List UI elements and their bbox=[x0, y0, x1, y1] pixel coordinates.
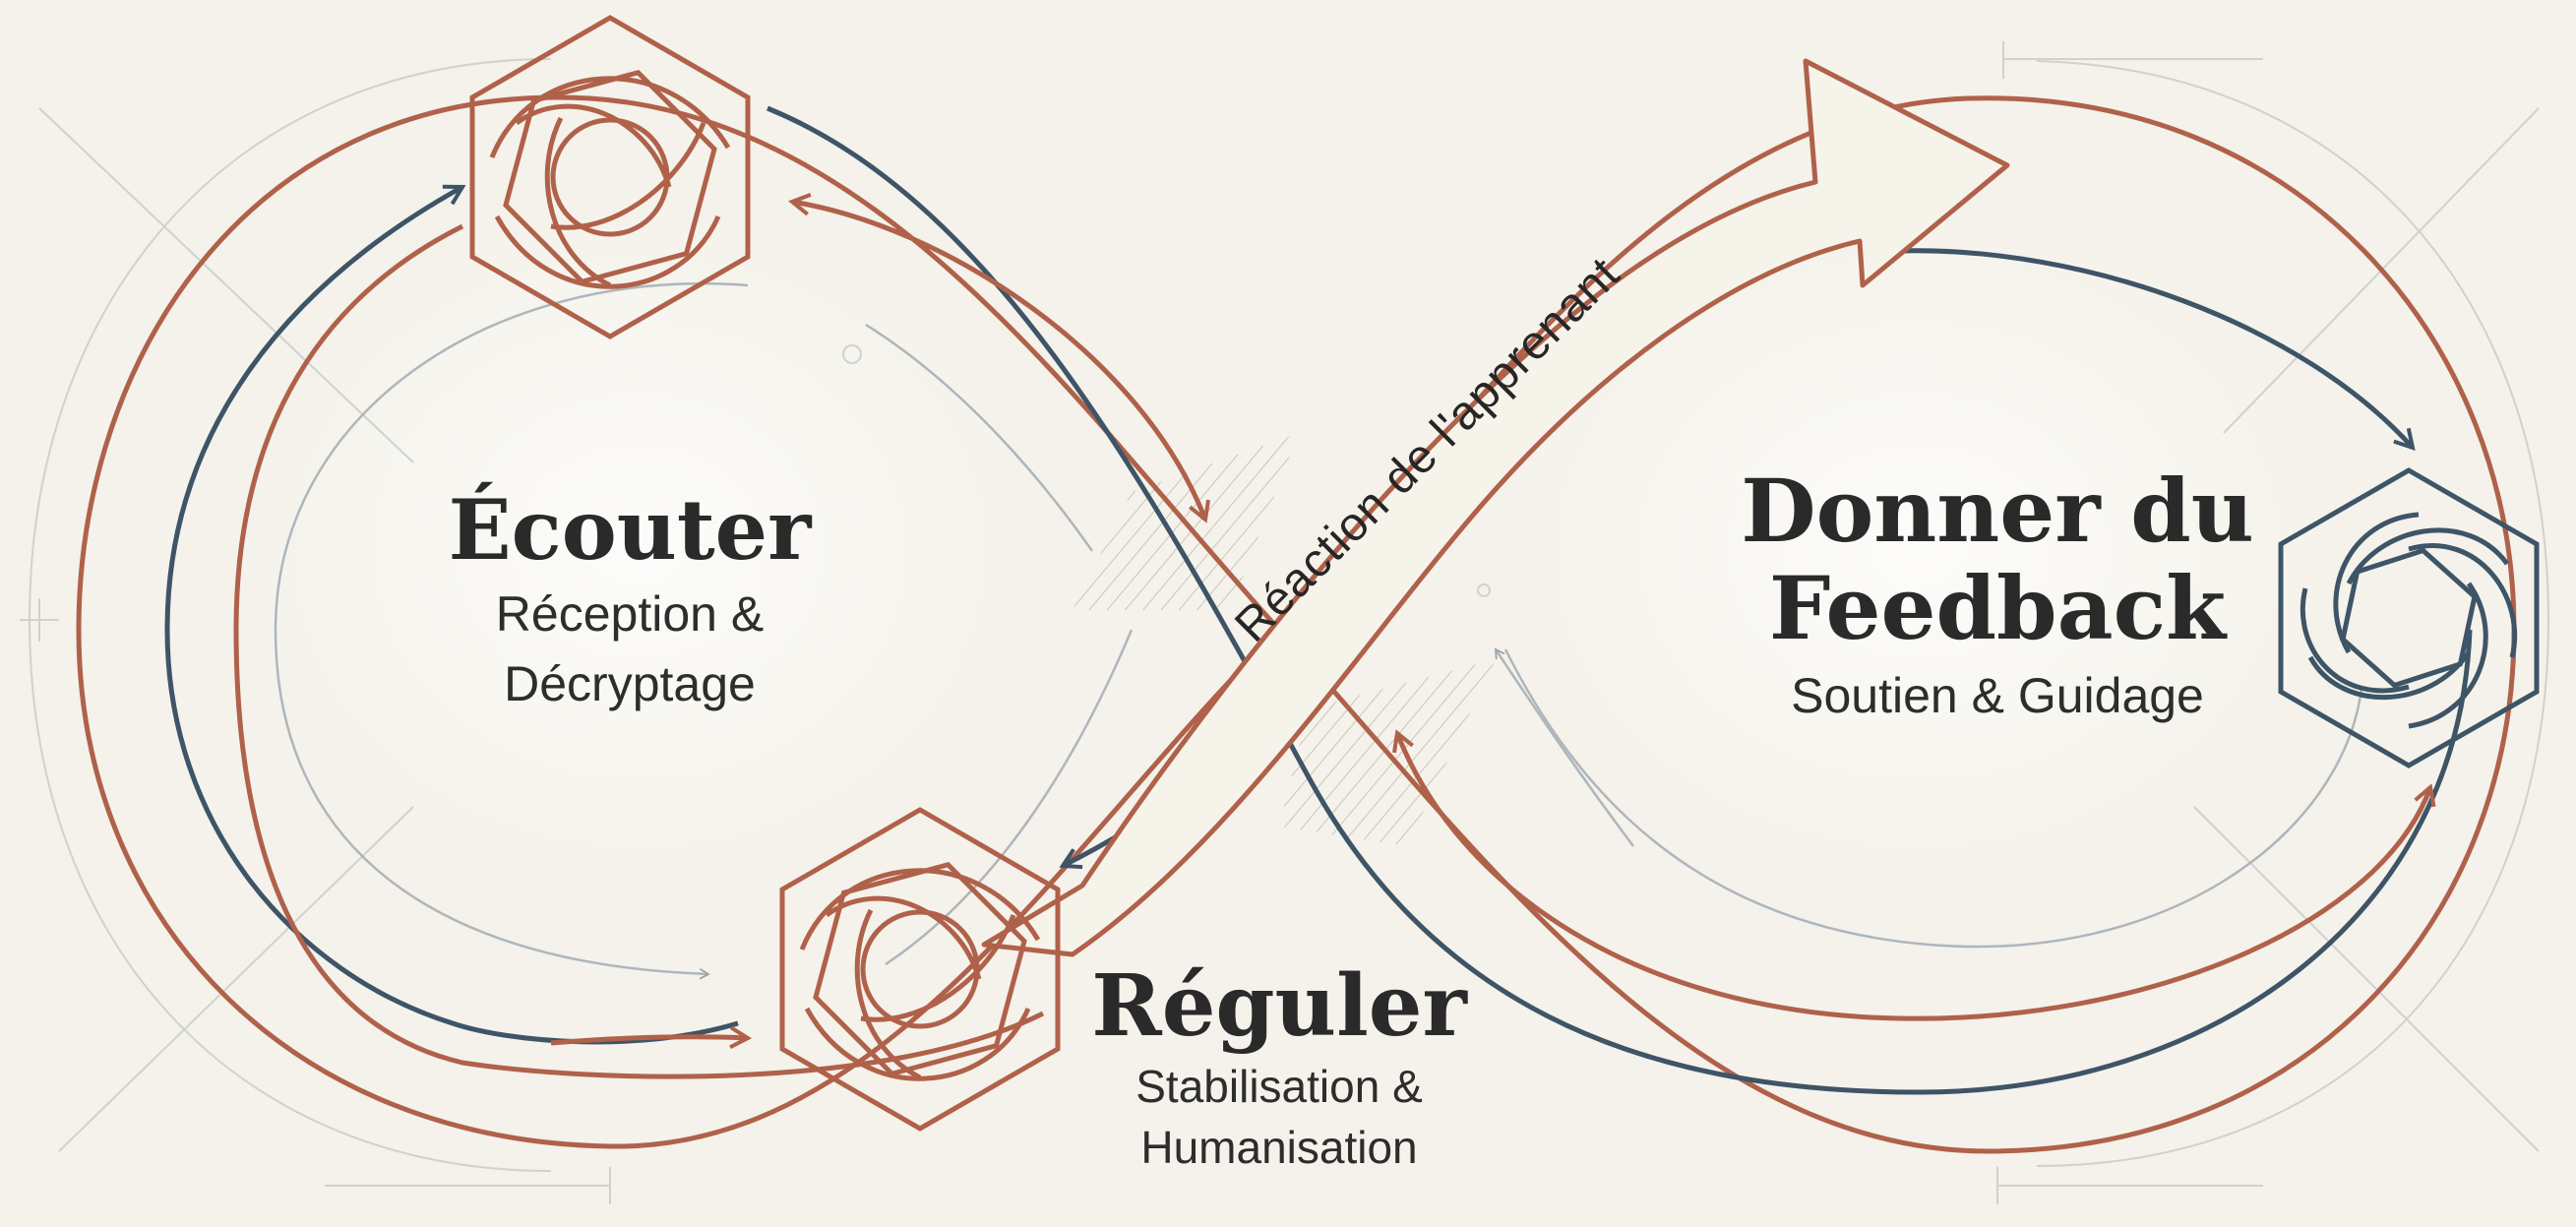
return-arrow-red bbox=[550, 1025, 753, 1050]
knot-icon-feedback bbox=[2278, 467, 2540, 768]
return-arrow-red bbox=[1392, 729, 2436, 1021]
return-arrow-red bbox=[788, 193, 1210, 523]
node-ecouter: Écouter Réception & Décryptage bbox=[325, 481, 935, 716]
knot-icon-ecouter bbox=[469, 15, 751, 339]
reaction-band-arrow bbox=[981, 58, 2010, 957]
construction-guides bbox=[20, 41, 2550, 1204]
background-glow bbox=[1486, 197, 2352, 905]
inner-loop-blue bbox=[1898, 248, 2416, 452]
node-title: Écouter bbox=[448, 481, 812, 579]
node-reguler: Réguler Stabilisation & Humanisation bbox=[1073, 956, 1486, 1175]
node-subtitle: Décryptage bbox=[504, 656, 756, 712]
node-subtitle: Soutien & Guidage bbox=[1791, 668, 2204, 724]
inner-guide-ring bbox=[885, 629, 1134, 966]
node-subtitle: Réception & bbox=[495, 586, 765, 643]
node-subtitle: Stabilisation & bbox=[1135, 1061, 1423, 1113]
node-title: Donner du bbox=[1741, 460, 2254, 562]
node-subtitle: Humanisation bbox=[1140, 1121, 1418, 1173]
node-title: Feedback bbox=[1768, 556, 2227, 659]
knot-icon-reguler bbox=[779, 807, 1061, 1132]
node-feedback: Donner du Feedback Soutien & Guidage bbox=[1638, 462, 2357, 728]
inner-loop-red bbox=[233, 223, 1045, 1079]
inner-loop-blue bbox=[164, 184, 739, 1045]
node-title: Réguler bbox=[1091, 956, 1467, 1056]
